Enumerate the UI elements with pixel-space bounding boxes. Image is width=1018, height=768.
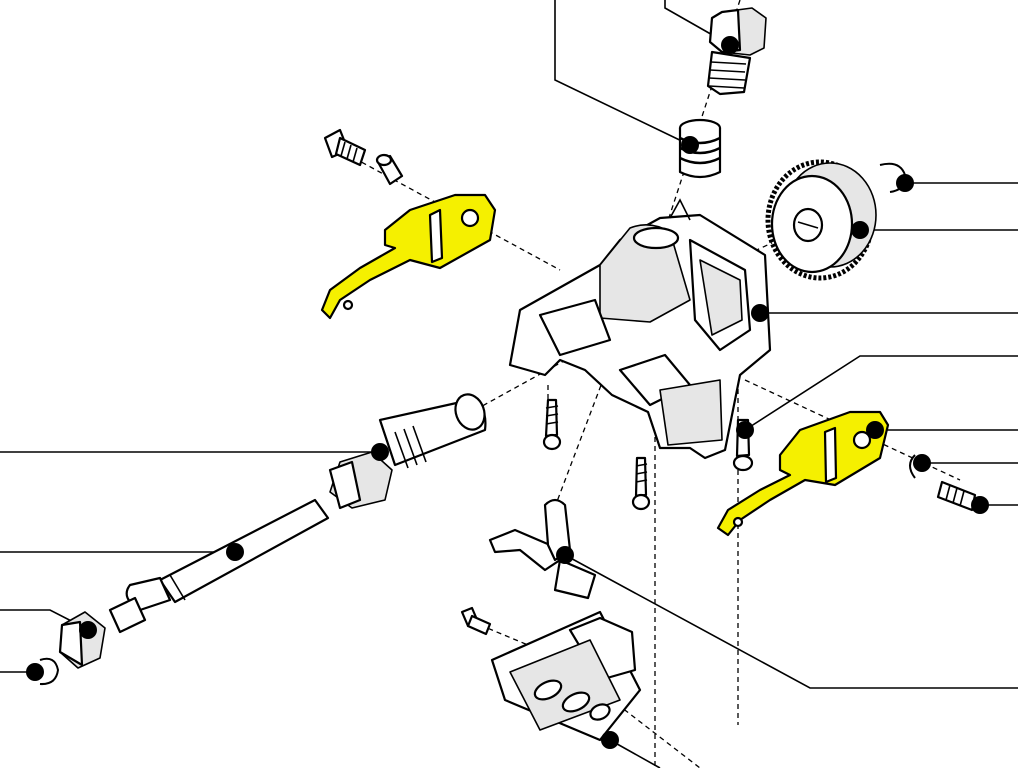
callout-dot-clip-top <box>896 174 914 192</box>
callout-line-screw-right <box>744 355 1018 431</box>
gear <box>765 159 877 281</box>
left-lever <box>320 193 497 320</box>
small-screw-bottom <box>460 606 492 636</box>
housing <box>508 198 772 460</box>
callout-dot-spring <box>681 136 699 154</box>
callout-dot-fitting <box>721 36 739 54</box>
callout-dot-clip-right <box>913 454 931 472</box>
retaining-clip-right <box>909 454 931 479</box>
callout-dot-right-lever <box>866 421 884 439</box>
callout-dot-clip-left <box>26 663 44 681</box>
right-lever <box>716 410 890 537</box>
bracket-plate <box>490 610 642 749</box>
callout-line-wing <box>564 554 1018 689</box>
callout-dot-bracket <box>601 731 619 749</box>
callout-dot-housing <box>751 304 769 322</box>
long-shaft <box>108 498 330 634</box>
bushing <box>375 153 404 186</box>
callout-dot-shaft <box>226 543 244 561</box>
callout-dot-wing <box>556 546 574 564</box>
hex-nut <box>58 611 106 669</box>
callout-line-spring <box>554 0 691 146</box>
threaded-shaft-sleeve <box>328 393 487 510</box>
callout-dot-screw-right <box>736 421 754 439</box>
hex-fitting <box>706 7 767 96</box>
screw-small <box>323 128 367 167</box>
callout-line-bracket <box>609 739 661 768</box>
callout-line-fitting <box>664 0 731 46</box>
spring <box>678 118 722 179</box>
retaining-clip-top <box>879 162 914 193</box>
screw-housing-mid <box>631 456 651 511</box>
screw-housing-right <box>732 418 754 472</box>
callout-dot-nut <box>79 621 97 639</box>
callout-dot-screw-far-right <box>971 496 989 514</box>
callout-dot-sleeve <box>371 443 389 461</box>
wing-plate <box>488 498 597 600</box>
screw-housing-left <box>542 398 562 451</box>
screw-right <box>936 480 989 514</box>
callout-dot-gear <box>851 221 869 239</box>
retaining-clip-left <box>26 657 60 686</box>
